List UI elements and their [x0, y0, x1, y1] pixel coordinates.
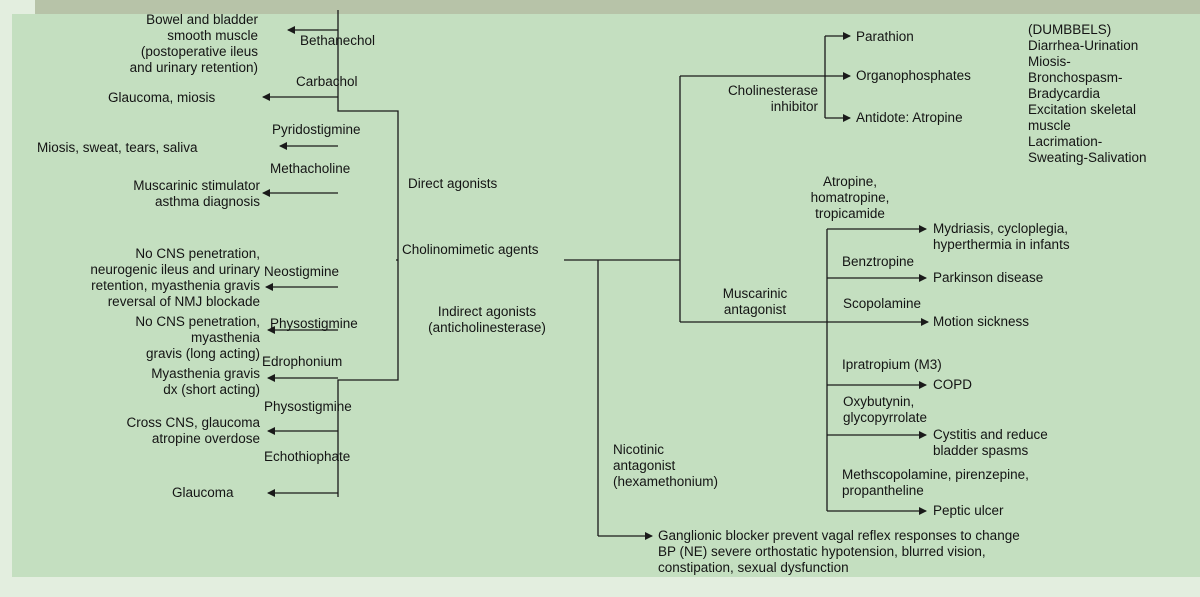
drug-physostigmine: Physostigmine: [270, 316, 358, 331]
top-bar: [35, 0, 1200, 14]
item-parathion: Parathion: [856, 29, 914, 44]
drug-edrophonium: Edrophonium: [262, 354, 343, 369]
cholinesterase-label: Cholinesterase inhibitor: [727, 83, 818, 114]
use-motion-sickness: Motion sickness: [933, 314, 1030, 329]
dumbbels-text: (DUMBBELS) Diarrhea-Urination Miosis- Br…: [1028, 22, 1147, 165]
use-edrophonium: Myasthenia gravis dx (short acting): [151, 366, 260, 397]
use-pyridostigmine: Miosis, sweat, tears, saliva: [37, 140, 198, 155]
use-carbachol: Glaucoma, miosis: [108, 90, 216, 105]
drug-pyridostigmine: Pyridostigmine: [272, 122, 361, 137]
indirect-agonists-label: Indirect agonists (anticholinesterase): [428, 304, 546, 335]
use-peptic-ulcer: Peptic ulcer: [933, 503, 1004, 518]
drug-physostigmine-2: Physostigmine: [264, 399, 352, 414]
use-cystitis: Cystitis and reduce bladder spasms: [933, 427, 1048, 458]
drug-bethanechol: Bethanechol: [300, 33, 376, 48]
direct-agonists-label: Direct agonists: [408, 176, 498, 191]
nicotinic-label: Nicotinic antagonist (hexamethonium): [613, 442, 719, 489]
use-echothiophate: Glaucoma: [172, 485, 234, 500]
use-physostigmine: No CNS penetration, myasthenia gravis (l…: [135, 314, 260, 361]
use-ganglionic-blocker: Ganglionic blocker prevent vagal reflex …: [658, 528, 1020, 575]
use-methacholine: Muscarinic stimulator asthma diagnosis: [133, 178, 260, 209]
use-physostigmine-2: Cross CNS, glaucoma atropine overdose: [126, 415, 260, 446]
drug-benztropine: Benztropine: [842, 254, 915, 269]
drug-ipratropium: Ipratropium (M3): [842, 357, 942, 372]
drug-carbachol: Carbachol: [296, 74, 358, 89]
drug-oxybutynin: Oxybutynin, glycopyrrolate: [843, 394, 928, 425]
use-copd: COPD: [933, 377, 973, 392]
connector-direct-spine: [337, 10, 399, 497]
center-label: Cholinomimetic agents: [402, 242, 539, 257]
drug-echothiophate: Echothiophate: [264, 449, 351, 464]
diagram-panel: [12, 14, 1200, 577]
drug-methacholine: Methacholine: [270, 161, 351, 176]
drug-methscopolamine: Methscopolamine, pirenzepine, propanthel…: [842, 467, 1029, 498]
drug-neostigmine: Neostigmine: [264, 264, 340, 279]
use-neostigmine: No CNS penetration, neurogenic ileus and…: [90, 246, 260, 309]
bottom-margin: [0, 577, 1200, 597]
use-bethanechol: Bowel and bladder smooth muscle (postope…: [129, 12, 258, 75]
use-mydriasis: Mydriasis, cycloplegia, hyperthermia in …: [933, 221, 1070, 252]
drug-scopolamine: Scopolamine: [843, 296, 922, 311]
muscarinic-label: Muscarinic antagonist: [722, 286, 788, 317]
item-organophosphates: Organophosphates: [856, 68, 971, 83]
use-parkinson: Parkinson disease: [933, 270, 1044, 285]
drug-atropine: Atropine, homatropine, tropicamide: [810, 174, 890, 221]
item-antidote: Antidote: Atropine: [856, 110, 963, 125]
